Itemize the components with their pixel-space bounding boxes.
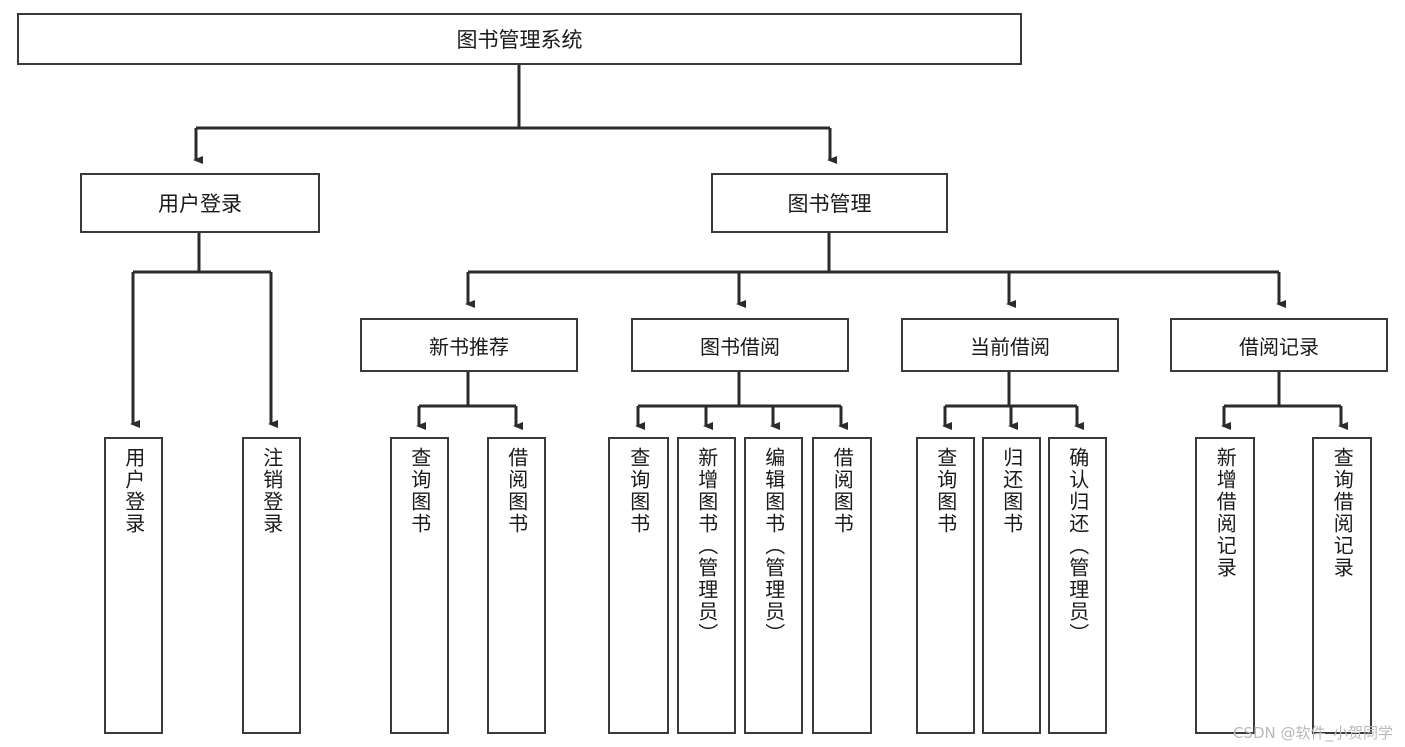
node-label: 当前借阅 xyxy=(970,334,1050,359)
leaf-book-borrow-query[interactable]: 查询图书 xyxy=(608,437,669,734)
node-book-borrow[interactable]: 图书借阅 xyxy=(631,318,849,372)
node-new-book-recommend[interactable]: 新书推荐 xyxy=(360,318,578,372)
node-current-borrow[interactable]: 当前借阅 xyxy=(901,318,1119,372)
leaf-new-book-query[interactable]: 查询图书 xyxy=(390,437,449,734)
node-label: 编辑图书（管理员） xyxy=(761,447,786,645)
node-label: 查询图书 xyxy=(407,447,432,535)
node-user-login[interactable]: 用户登录 xyxy=(80,173,320,233)
node-label: 借阅图书 xyxy=(504,447,529,535)
leaf-user-login-signout[interactable]: 注销登录 xyxy=(242,437,301,734)
node-label: 查询图书 xyxy=(933,447,958,535)
leaf-new-book-borrow[interactable]: 借阅图书 xyxy=(487,437,546,734)
watermark-text: CSDN @软件_小贺同学 xyxy=(1232,724,1393,742)
node-borrow-record[interactable]: 借阅记录 xyxy=(1170,318,1388,372)
leaf-book-borrow-add[interactable]: 新增图书（管理员） xyxy=(677,437,736,734)
leaf-current-borrow-query[interactable]: 查询图书 xyxy=(916,437,975,734)
node-label: 新增图书（管理员） xyxy=(694,447,719,645)
leaf-borrow-record-query[interactable]: 查询借阅记录 xyxy=(1312,437,1372,734)
node-label: 新增借阅记录 xyxy=(1213,447,1238,579)
leaf-book-borrow-borrow[interactable]: 借阅图书 xyxy=(812,437,872,734)
node-label: 借阅记录 xyxy=(1239,334,1319,359)
node-label: 新书推荐 xyxy=(429,334,509,359)
node-label: 图书借阅 xyxy=(700,334,780,359)
node-label: 查询借阅记录 xyxy=(1330,447,1355,579)
node-label: 归还图书 xyxy=(999,447,1024,535)
node-label: 图书管理系统 xyxy=(456,28,583,52)
leaf-current-borrow-return[interactable]: 归还图书 xyxy=(982,437,1041,734)
node-label: 注销登录 xyxy=(259,447,284,535)
leaf-book-borrow-edit[interactable]: 编辑图书（管理员） xyxy=(744,437,803,734)
node-label: 查询图书 xyxy=(626,447,651,535)
node-root-system[interactable]: 图书管理系统 xyxy=(17,13,1022,65)
node-book-management[interactable]: 图书管理 xyxy=(711,173,948,233)
node-label: 用户登录 xyxy=(158,192,242,216)
leaf-current-borrow-confirm-return[interactable]: 确认归还（管理员） xyxy=(1048,437,1107,734)
leaf-borrow-record-add[interactable]: 新增借阅记录 xyxy=(1195,437,1255,734)
node-label: 确认归还（管理员） xyxy=(1065,447,1090,645)
node-label: 图书管理 xyxy=(787,192,872,216)
leaf-user-login-signin[interactable]: 用户登录 xyxy=(104,437,163,734)
node-label: 用户登录 xyxy=(121,447,146,535)
node-label: 借阅图书 xyxy=(830,447,855,535)
